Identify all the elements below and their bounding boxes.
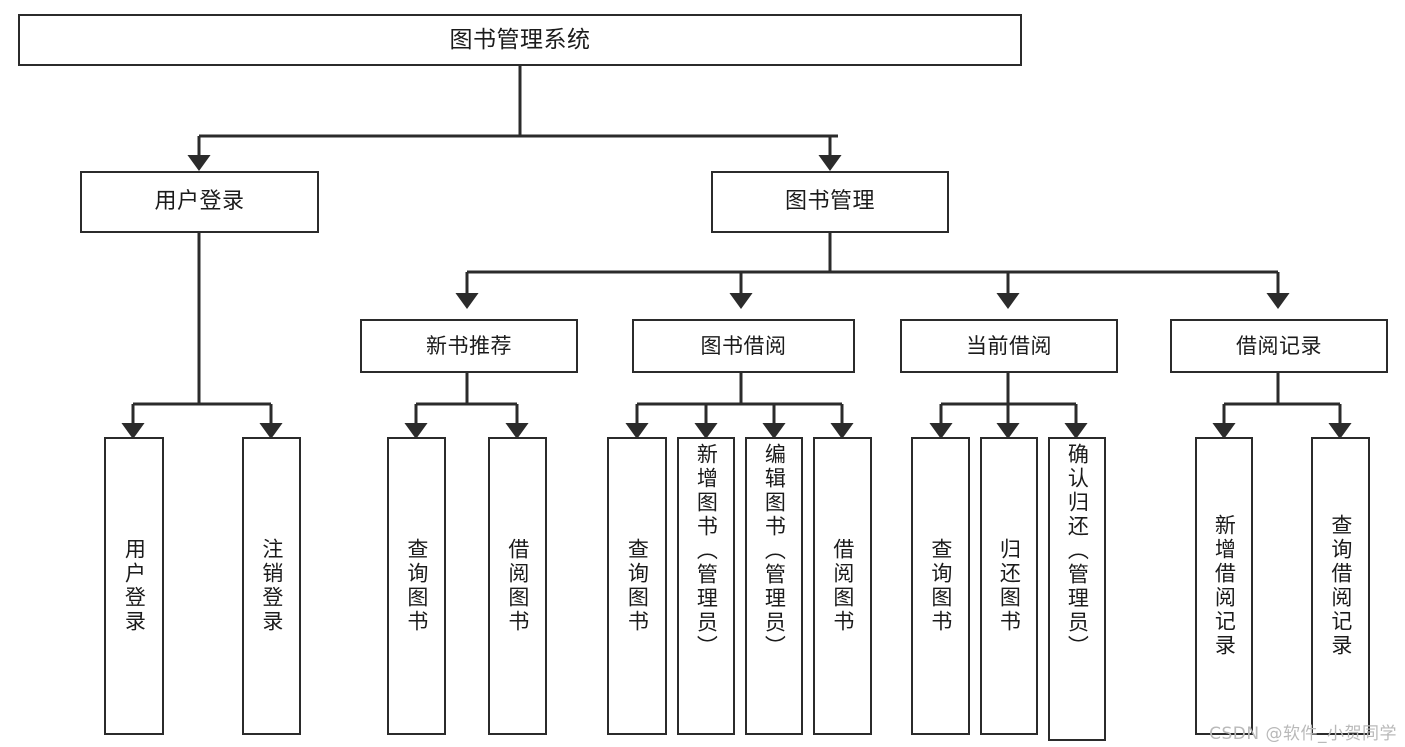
node-label: 用户登录 <box>122 538 147 634</box>
leaf-user-login[interactable]: 用户登录 <box>104 437 164 735</box>
leaf-borrow-book[interactable]: 借阅图书 <box>813 437 872 735</box>
node-user-login[interactable]: 用户登录 <box>80 171 319 233</box>
node-label: 借阅图书 <box>830 538 855 634</box>
node-label: 借阅图书 <box>505 538 530 634</box>
node-label: 图书管理 <box>784 189 875 215</box>
leaf-edit-book-admin[interactable]: 编辑图书（管理员） <box>745 437 803 735</box>
node-label: 查询图书 <box>625 538 650 634</box>
node-label: 编辑图书（管理员） <box>762 443 787 659</box>
leaf-query-borrow-record[interactable]: 查询借阅记录 <box>1311 437 1370 735</box>
node-label: 图书借阅 <box>700 333 787 358</box>
node-label: 归还图书 <box>997 538 1022 634</box>
node-label: 新书推荐 <box>426 333 512 358</box>
node-label: 查询借阅记录 <box>1328 514 1353 658</box>
node-book-management[interactable]: 图书管理 <box>711 171 949 233</box>
leaf-logout[interactable]: 注销登录 <box>242 437 301 735</box>
node-label: 注销登录 <box>259 538 284 634</box>
node-label: 确认归还（管理员） <box>1065 443 1090 659</box>
node-label: 新增借阅记录 <box>1212 514 1237 658</box>
node-new-book-recommend[interactable]: 新书推荐 <box>360 319 578 373</box>
leaf-return-book[interactable]: 归还图书 <box>980 437 1038 735</box>
node-label: 用户登录 <box>154 189 245 215</box>
leaf-query-book-current[interactable]: 查询图书 <box>911 437 970 735</box>
leaf-query-book-borrow[interactable]: 查询图书 <box>607 437 667 735</box>
leaf-confirm-return-admin[interactable]: 确认归还（管理员） <box>1048 437 1106 741</box>
node-root-system[interactable]: 图书管理系统 <box>18 14 1022 66</box>
node-label: 借阅记录 <box>1236 333 1322 358</box>
node-borrow-records[interactable]: 借阅记录 <box>1170 319 1388 373</box>
leaf-borrow-book-recommend[interactable]: 借阅图书 <box>488 437 547 735</box>
node-label: 新增图书（管理员） <box>694 443 719 659</box>
node-book-borrow[interactable]: 图书借阅 <box>632 319 855 373</box>
node-current-borrow[interactable]: 当前借阅 <box>900 319 1118 373</box>
node-label: 图书管理系统 <box>449 26 591 53</box>
node-label: 当前借阅 <box>966 333 1052 358</box>
node-label: 查询图书 <box>928 538 953 634</box>
leaf-query-book-recommend[interactable]: 查询图书 <box>387 437 446 735</box>
node-label: 查询图书 <box>404 538 429 634</box>
leaf-add-borrow-record[interactable]: 新增借阅记录 <box>1195 437 1253 735</box>
leaf-add-book-admin[interactable]: 新增图书（管理员） <box>677 437 735 735</box>
csdn-watermark: CSDN @软件_小贺同学 <box>1209 724 1397 744</box>
